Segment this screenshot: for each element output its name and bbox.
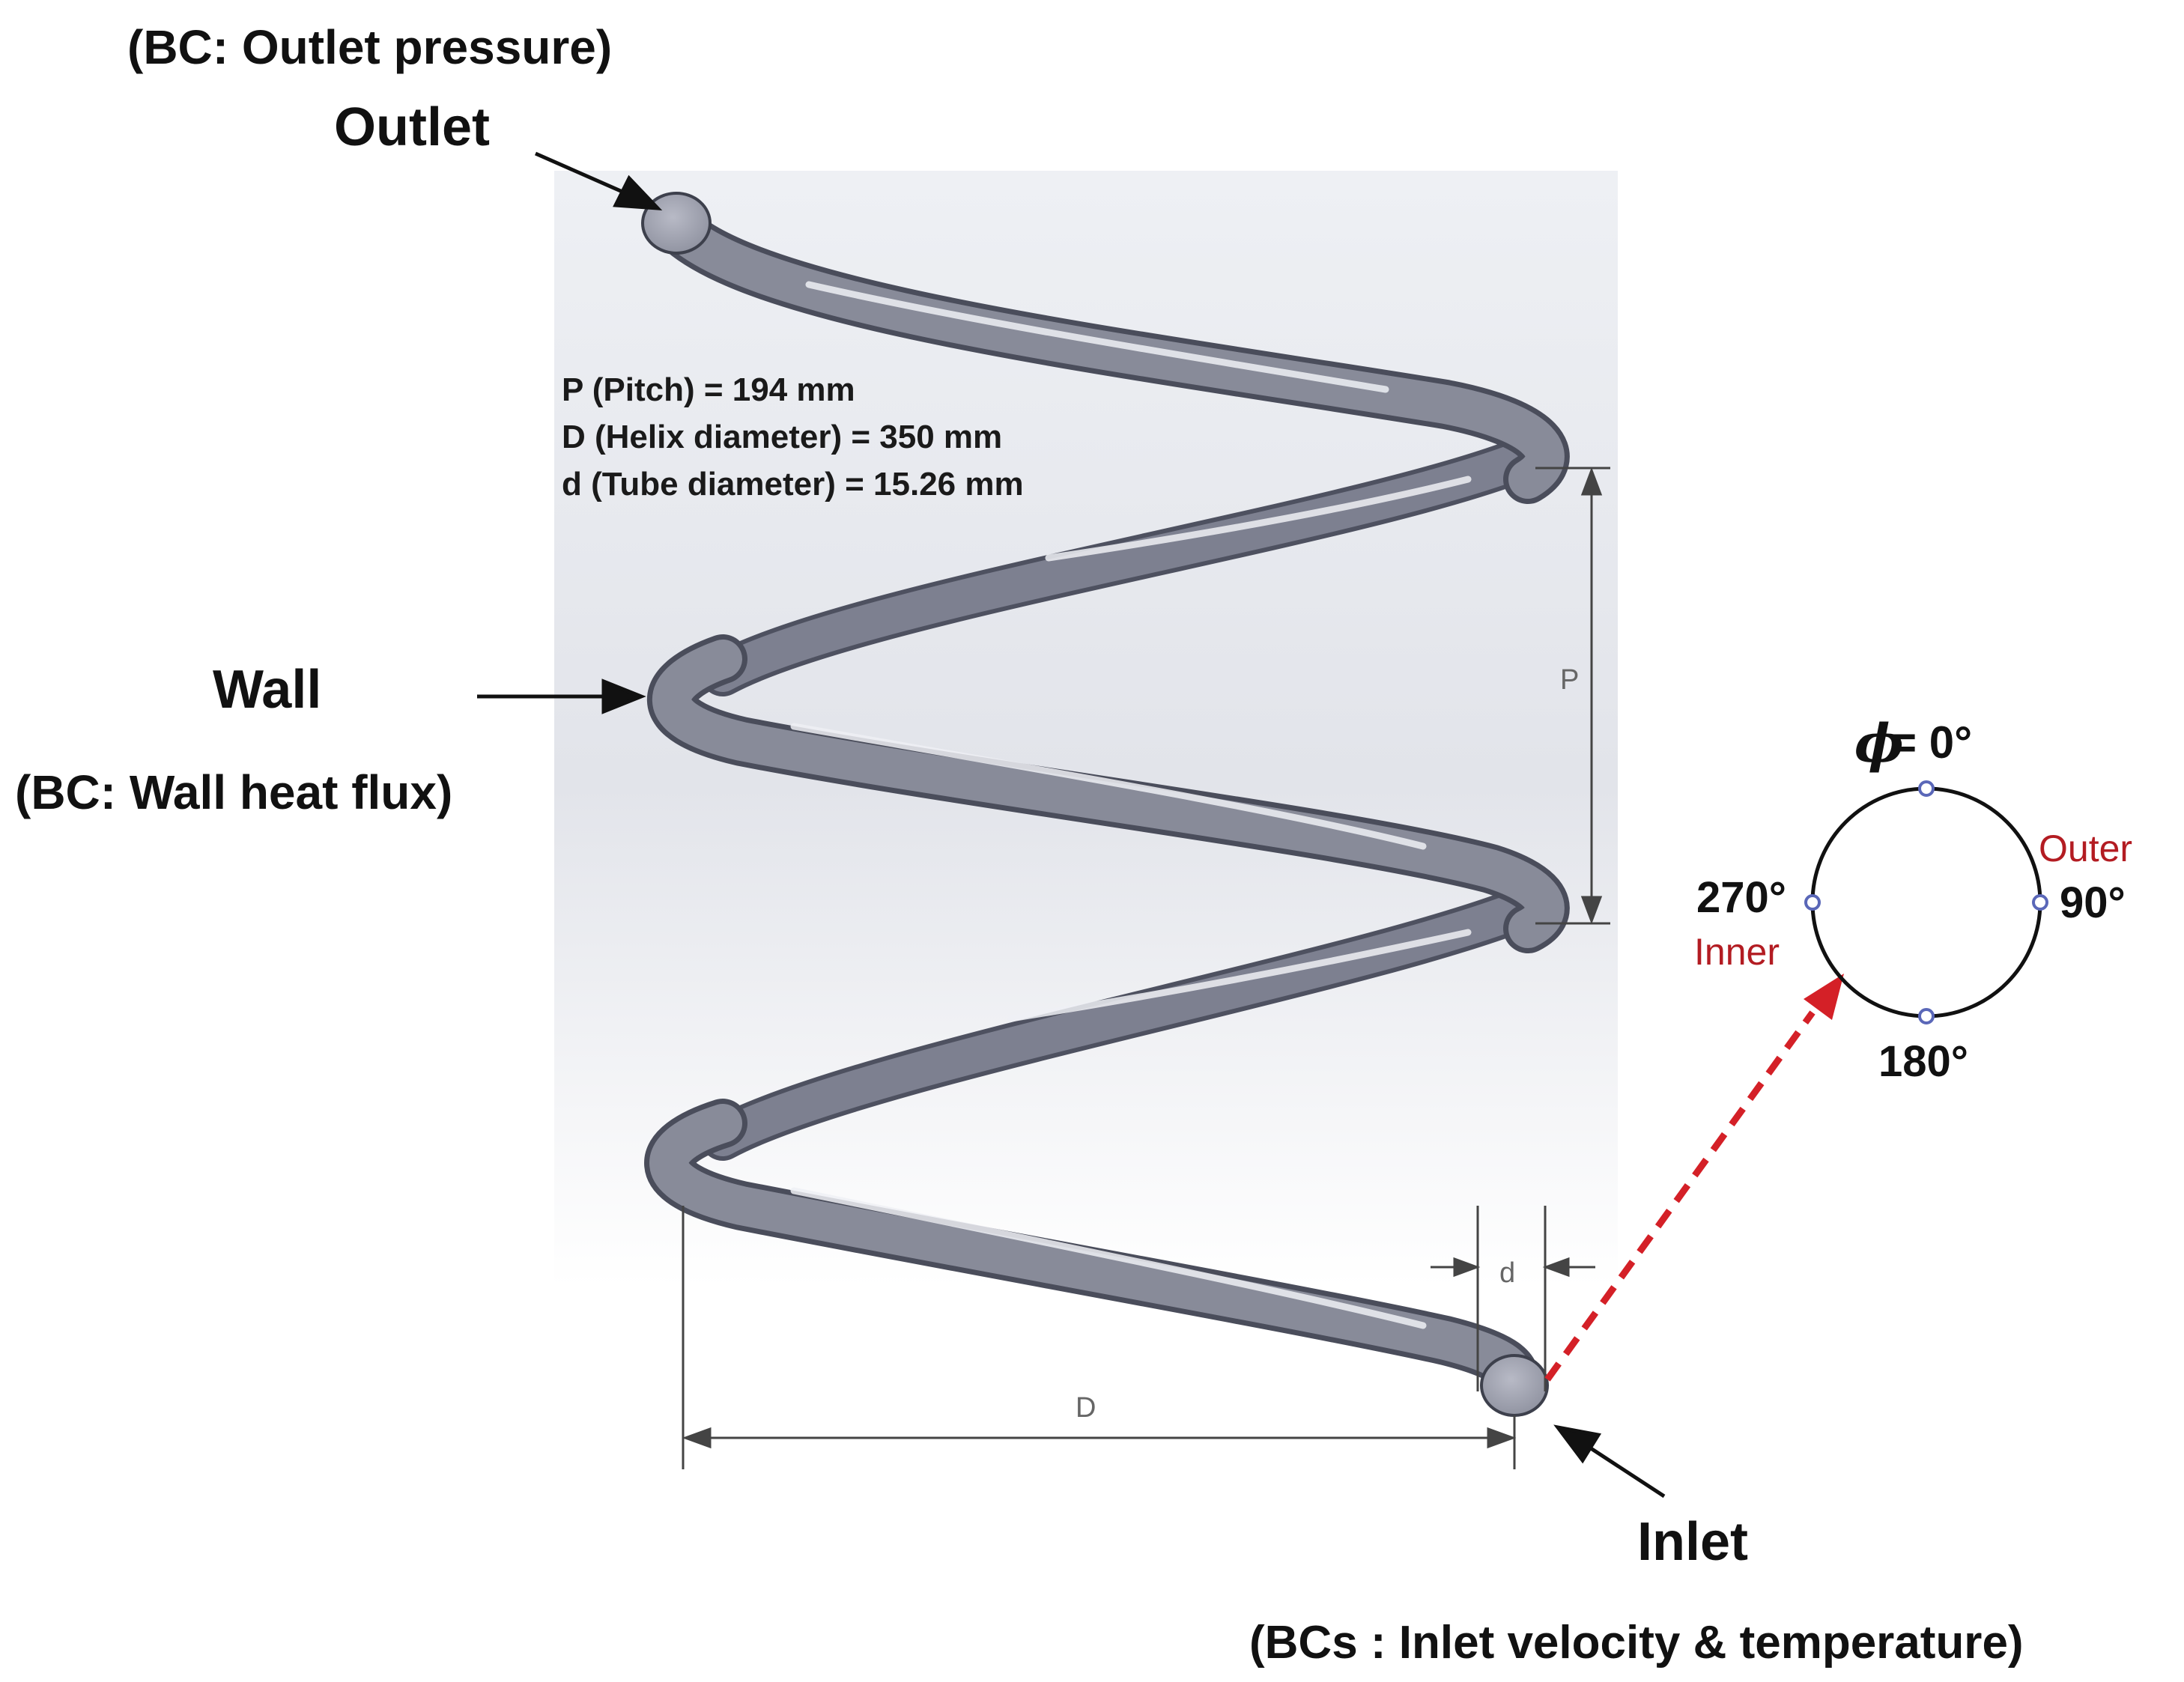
spec-pitch: P (Pitch) = 194 mm [562,371,855,408]
phi-symbol: ϕ [1854,712,1904,774]
tube-diameter-symbol: d [1499,1257,1515,1289]
wall-bc-label: (BC: Wall heat flux) [15,765,452,819]
inlet-bc-label: (BCs : Inlet velocity & temperature) [1249,1617,2024,1669]
inlet-cap [1480,1354,1549,1417]
angle-180-label: 180° [1878,1037,1968,1086]
inlet-arrow [1553,1424,1666,1499]
angle-270-label: 270° [1696,873,1786,922]
wall-label: Wall [213,660,321,720]
point-270-deg [1804,894,1821,911]
pitch-dimension [1535,467,1610,925]
point-0-deg [1918,780,1935,797]
point-180-deg [1918,1008,1935,1024]
inlet-label: Inlet [1637,1512,1748,1572]
outlet-label: Outlet [334,97,490,157]
spec-tube-diameter: d (Tube diameter) = 15.26 mm [562,466,1024,503]
angle-0-label: = 0° [1890,717,1972,768]
tube-highlights [790,281,1472,1329]
helical-tube [644,200,1570,1410]
outer-label: Outer [2039,828,2132,869]
tube-diameter-dimension [1431,1206,1595,1391]
spec-helix-diameter: D (Helix diameter) = 350 mm [562,419,1002,455]
pitch-symbol: P [1560,664,1579,696]
outlet-arrow [534,151,663,210]
tube-front-segments [644,200,1570,1410]
tube-cross-section: ϕ = 0° 90° 180° 270° Outer Inner [1694,712,2132,1086]
wall-arrow [477,678,646,714]
cross-section-pointer [1544,974,1844,1382]
inner-label: Inner [1694,931,1780,973]
helix-diameter-symbol: D [1076,1392,1096,1424]
cross-section-circle [1810,786,2042,1018]
outlet-bc-label: (BC: Outlet pressure) [127,20,612,74]
angle-90-label: 90° [2060,878,2126,927]
point-90-deg [2032,894,2048,911]
helix-diameter-dimension [682,1206,1517,1469]
specifications: P (Pitch) = 194 mm D (Helix diameter) = … [562,371,1024,503]
